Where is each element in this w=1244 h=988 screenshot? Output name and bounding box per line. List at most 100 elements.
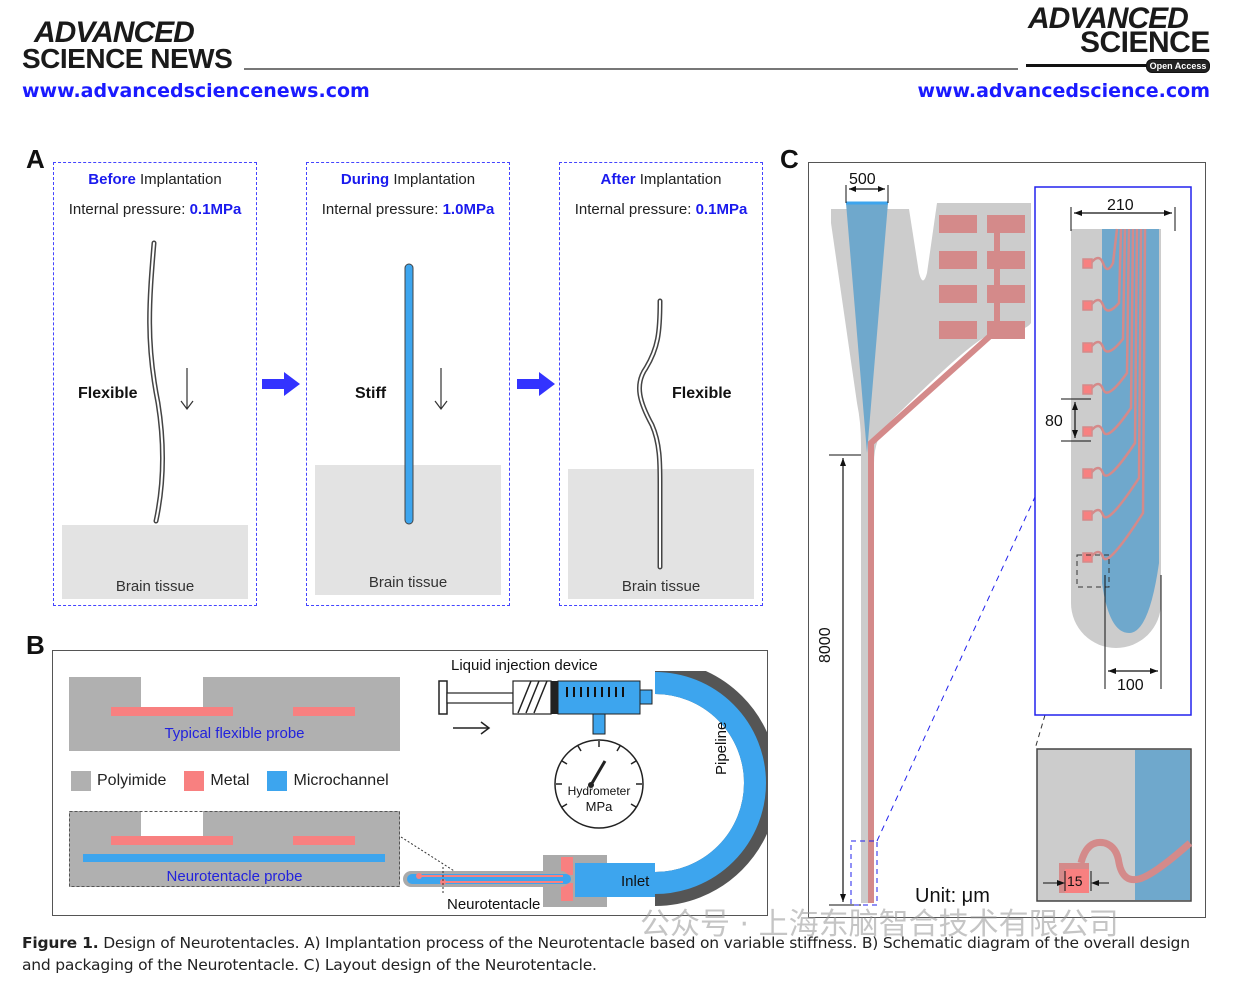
journal-logo-left-line2: SCIENCE NEWS (22, 43, 233, 74)
caption-label: Figure 1. (22, 934, 99, 952)
legend-label: Metal (210, 772, 250, 789)
bond-pad (987, 215, 1025, 233)
pressure-value: 0.1MPa (189, 201, 242, 218)
pipeline-tube (654, 672, 766, 894)
pressure-value: 0.1MPa (695, 201, 748, 218)
injection-system-diagram (400, 671, 767, 907)
journal-logo-right-line1: ADVANCED (1028, 2, 1189, 35)
material-legend: Polyimide Metal Microchannel (71, 771, 389, 791)
gauge-label: Hydrometer (567, 784, 631, 798)
recording-sites (1082, 258, 1093, 563)
bond-pad (939, 251, 977, 269)
down-arrow-icon (180, 368, 194, 410)
neurotentacle-probe-label: Neurotentacle probe (166, 868, 303, 885)
dim-pad-size: 15 (1067, 873, 1083, 889)
journal-link-right[interactable]: www.advancedscience.com (917, 80, 1210, 102)
legend-swatch-polyimide (71, 771, 91, 791)
trace-bundle (868, 325, 1002, 903)
dim-tip-width: 210 (1107, 197, 1134, 214)
right-arrow-icon (262, 372, 300, 396)
brain-tissue-label: Brain tissue (621, 578, 701, 595)
journal-link-left[interactable]: www.advancedsciencenews.com (22, 80, 370, 102)
inlet-label: Inlet (621, 873, 650, 890)
bond-pad (939, 285, 977, 303)
stiff-probe (404, 263, 414, 525)
gauge-unit: MPa (585, 799, 613, 814)
stage-phase: After (600, 171, 636, 188)
stage-phase: Before (88, 171, 136, 188)
syringe-plunger (438, 680, 448, 715)
typical-probe-label: Typical flexible probe (164, 725, 305, 742)
recording-site (1082, 342, 1093, 353)
brain-tissue-label: Brain tissue (115, 578, 195, 595)
right-arrow-icon (517, 372, 555, 396)
bond-pad (939, 321, 977, 339)
stage-title-rest: Implantation (389, 171, 476, 188)
dim-channel-width: 100 (1117, 677, 1144, 694)
open-access-badge: Open Access (1146, 59, 1210, 73)
syringe-barrel (557, 680, 641, 715)
stage-during-box: During Implantation Internal pressure: 1… (306, 162, 510, 606)
pipeline-label: Pipeline (713, 721, 730, 775)
bond-pad (939, 215, 977, 233)
panel-b-letter: B (26, 630, 45, 660)
push-arrow-icon (453, 721, 491, 735)
brain-tissue-label: Brain tissue (368, 574, 448, 591)
stage-before-box: Before Implantation Internal pressure: 0… (53, 162, 257, 606)
electrode-traces (1090, 228, 1147, 561)
recording-site (1082, 552, 1093, 563)
recording-site (1082, 468, 1093, 479)
stage-after-box: After Implantation Internal pressure: 0.… (559, 162, 763, 606)
typical-probe-cross-section (69, 677, 400, 751)
pressure-label: Internal pressure: (321, 201, 443, 218)
probe-layout-diagram (829, 185, 1193, 906)
recording-site (1082, 426, 1093, 437)
figure-caption: Figure 1. Design of Neurotentacles. A) I… (22, 932, 1218, 976)
neurotentacle-label: Neurotentacle (447, 896, 541, 913)
stage-pressure: Internal pressure: 0.1MPa (560, 201, 762, 218)
stage-title-rest: Implantation (135, 171, 222, 188)
stage-pressure: Internal pressure: 0.1MPa (54, 201, 256, 218)
stage-title-rest: Implantation (635, 171, 722, 188)
stage-title: During Implantation (307, 171, 509, 188)
legend-swatch-microchannel (267, 771, 288, 791)
caption-text: Design of Neurotentacles. A) Implantatio… (22, 934, 1190, 974)
dim-pitch: 80 (1045, 413, 1063, 430)
gauge-needle (589, 760, 607, 786)
panel-b-frame: Typical flexible probe Polyimide Metal M… (52, 650, 768, 916)
state-label: Flexible (672, 385, 732, 402)
pressure-label: Internal pressure: (574, 201, 696, 218)
hydrometer-gauge (554, 739, 644, 829)
recording-site (1082, 258, 1093, 269)
brain-tissue-block: Brain tissue (62, 525, 248, 599)
pressure-label: Internal pressure: (68, 201, 190, 218)
panel-c-frame: 500 8000 210 80 100 15 Unit: μm (808, 162, 1206, 918)
journal-logo-left-line1: ADVANCED (34, 16, 195, 49)
bond-pads (939, 215, 1025, 339)
recording-site (1082, 384, 1093, 395)
journal-logo-right-line2: SCIENCE (1080, 26, 1210, 59)
probe-substrate (831, 203, 1031, 903)
down-arrow-icon (434, 368, 448, 410)
neurotentacle-cross-section (69, 811, 400, 887)
bond-pad (987, 251, 1025, 269)
recording-site (1082, 510, 1093, 521)
device-label: Liquid injection device (451, 657, 598, 674)
panel-a-letter: A (26, 144, 45, 174)
dim-top-width: 500 (849, 171, 876, 188)
legend-label: Polyimide (97, 772, 167, 789)
watermark-text: 公众号 · 上海东脑智合技术有限公司 (640, 907, 1119, 942)
state-label: Flexible (78, 385, 138, 402)
legend-label: Microchannel (293, 772, 389, 789)
stage-phase: During (340, 171, 390, 188)
stage-title: After Implantation (560, 171, 762, 188)
legend-swatch-metal (184, 771, 205, 791)
panel-c-letter: C (780, 144, 799, 174)
dim-shank-length: 8000 (817, 627, 834, 663)
stage-title: Before Implantation (54, 171, 256, 188)
microchannel-reservoir (846, 203, 888, 453)
pressure-value: 1.0MPa (442, 201, 495, 218)
header-divider-right (1026, 64, 1146, 67)
probe-drawing-flexible (147, 240, 194, 524)
state-label: Stiff (355, 385, 387, 402)
